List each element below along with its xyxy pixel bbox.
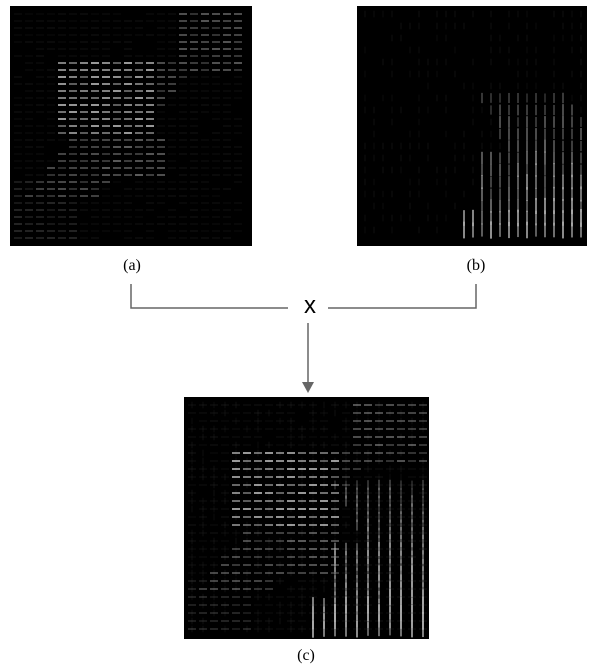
caption-c: (c) bbox=[297, 647, 315, 664]
connector-left-line bbox=[130, 284, 288, 309]
multiply-operator: x bbox=[304, 292, 316, 319]
connector-right-line bbox=[328, 284, 477, 309]
panel-a-horizontal-map bbox=[10, 6, 252, 246]
caption-a: (a) bbox=[123, 257, 141, 274]
panel-a-glyphs bbox=[14, 13, 242, 239]
arrowhead-icon bbox=[302, 382, 314, 393]
caption-b: (b) bbox=[466, 257, 486, 274]
panel-b-glyphs bbox=[364, 10, 582, 239]
panel-c-glyphs bbox=[188, 401, 427, 638]
panel-b-vertical-map bbox=[357, 6, 587, 246]
panel-c-combined-map bbox=[184, 397, 429, 639]
